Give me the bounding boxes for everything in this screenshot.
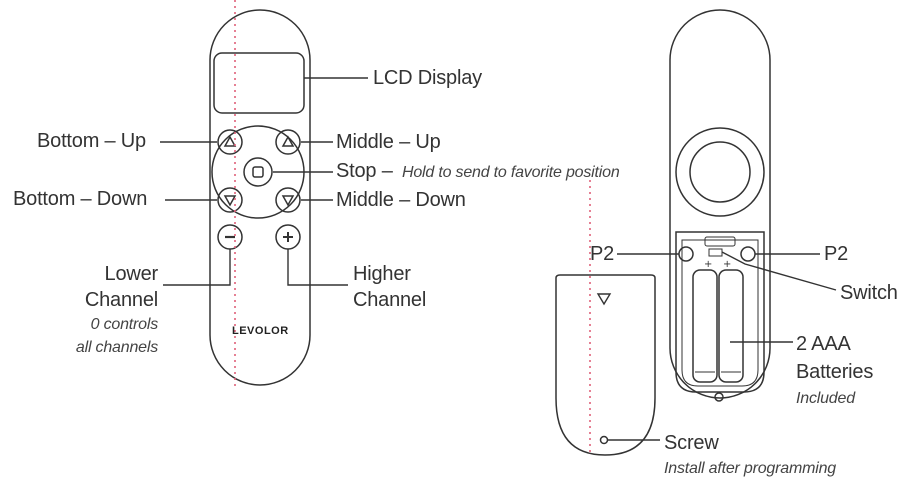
lower-channel-line1: Lower [104, 263, 159, 285]
lcd-display [213, 52, 305, 114]
lower-channel-label: Lower Channel 0 controls all channels [60, 261, 158, 359]
screw-note: Install after programming [664, 460, 836, 477]
p2-left-pad [678, 246, 694, 262]
screw-hole [714, 392, 724, 402]
down-arrow-icon [281, 195, 295, 207]
lower-channel-line2: Channel [84, 289, 158, 311]
batteries-note: Included [796, 390, 855, 407]
stop-note: Hold to send to favorite position [401, 164, 620, 181]
middle-down-label: Middle – Down [336, 189, 466, 211]
switch-label: Switch [840, 282, 898, 304]
up-arrow-icon [281, 135, 295, 147]
screw-label: Screw Install after programming [664, 430, 836, 482]
stop-label-text: Stop – [336, 160, 393, 182]
middle-down-button [275, 187, 301, 213]
up-arrow-icon [223, 135, 237, 147]
p2-right-label: P2 [824, 243, 849, 265]
lcd-display-label: LCD Display [373, 67, 482, 89]
back-disc-inner [689, 141, 751, 203]
lower-note-line1: 0 controls [90, 316, 159, 333]
down-arrow-icon [223, 195, 237, 207]
battery-1 [692, 269, 718, 383]
contact-strip [704, 236, 736, 247]
switch [708, 248, 723, 257]
back-leader-lines [608, 251, 837, 441]
stop-icon [252, 166, 264, 178]
middle-up-label: Middle – Up [336, 131, 441, 153]
door-screw [599, 435, 609, 445]
batteries-line1: 2 AAA [796, 333, 851, 355]
bottom-down-button [217, 187, 243, 213]
higher-channel-line1: Higher [353, 263, 411, 285]
higher-channel-label: Higher Channel [353, 261, 426, 313]
back-remote-body [669, 9, 771, 399]
batteries-line2: Batteries [796, 361, 874, 383]
battery-compartment [675, 231, 765, 393]
higher-channel-line2: Channel [353, 289, 427, 311]
svg-text:+: + [704, 259, 712, 270]
svg-text:+: + [723, 259, 731, 270]
stop-label: Stop – Hold to send to favorite position [336, 160, 620, 183]
bottom-up-button [217, 129, 243, 155]
bottom-down-label: Bottom – Down [13, 188, 148, 210]
lower-note-line2: all channels [75, 339, 158, 356]
stop-button [243, 157, 273, 187]
screw-text: Screw [664, 432, 719, 454]
bottom-up-label: Bottom – Up [37, 130, 146, 152]
brand-logo: LEVOLOR [232, 325, 289, 337]
p2-left-label: P2 [590, 243, 615, 265]
door-arrow-icon [596, 293, 612, 306]
batteries-label: 2 AAA Batteries Included [796, 330, 873, 412]
battery-2 [718, 269, 744, 383]
front-leader-lines [160, 77, 368, 286]
battery-door [555, 274, 656, 456]
middle-up-button [275, 129, 301, 155]
back-disc-outer [675, 127, 765, 217]
front-remote [209, 9, 311, 386]
p2-right-pad [740, 246, 756, 262]
front-remote-body [209, 9, 311, 386]
